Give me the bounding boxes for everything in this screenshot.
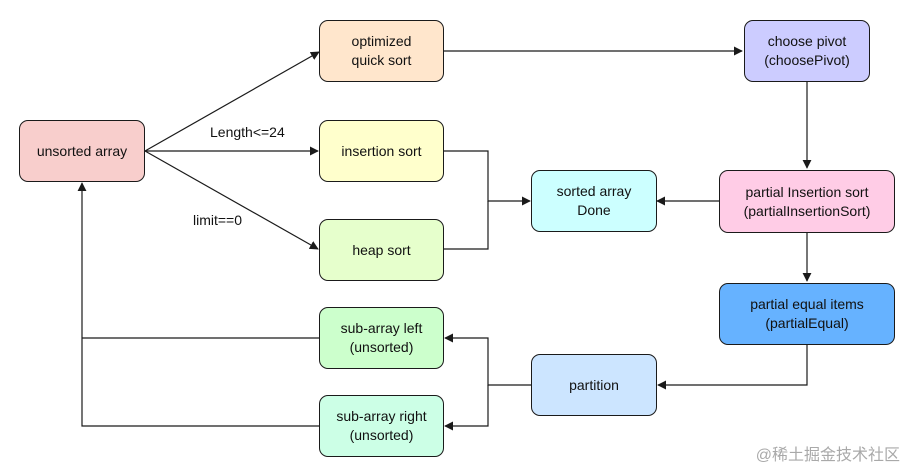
- node-partition: partition: [531, 354, 657, 416]
- node-sub-array-left: sub-array left (unsorted): [319, 307, 444, 369]
- node-optimized-quick-sort-label: optimized quick sort: [351, 33, 412, 68]
- node-unsorted-array: unsorted array: [19, 120, 145, 182]
- node-insertion-sort: insertion sort: [319, 120, 444, 182]
- node-choose-pivot-label: choose pivot (choosePivot): [764, 33, 850, 68]
- node-partial-equal-items: partial equal items (partialEqual): [719, 283, 895, 345]
- node-unsorted-array-label: unsorted array: [36, 142, 128, 159]
- node-sorted-array-done-label: sorted array Done: [556, 183, 632, 218]
- node-heap-sort-label: heap sort: [352, 241, 411, 258]
- edge-unsorted-to-heap: [144, 150, 319, 250]
- edge-partition-to-subright: [444, 385, 489, 431]
- node-sub-array-left-label: sub-array left (unsorted): [340, 320, 423, 355]
- node-optimized-quick-sort: optimized quick sort: [319, 20, 444, 82]
- node-partial-equal-items-label: partial equal items (partialEqual): [750, 296, 864, 331]
- edge-unsorted-to-optimized: [144, 51, 320, 152]
- node-heap-sort: heap sort: [319, 219, 444, 281]
- edge-partial-equal-to-partition: [657, 345, 808, 390]
- node-sub-array-right-label: sub-array right (unsorted): [336, 408, 427, 443]
- edge-heap-to-sorted: [444, 201, 489, 250]
- watermark-text: @稀土掘金技术社区: [755, 447, 900, 464]
- edge-partition-to-subleft: [444, 333, 531, 386]
- node-partial-insertion-sort-label: partial Insertion sort (partialInsertion…: [743, 183, 871, 219]
- node-sub-array-right: sub-array right (unsorted): [319, 395, 444, 457]
- node-partition-label: partition: [569, 376, 619, 393]
- edge-subright-to-unsorted: [77, 182, 319, 427]
- node-partial-insertion-sort: partial Insertion sort (partialInsertion…: [719, 170, 895, 233]
- edge-label-length: Length<=24: [210, 124, 285, 140]
- node-sorted-array-done: sorted array Done: [531, 170, 657, 232]
- node-insertion-sort-label: insertion sort: [341, 142, 422, 159]
- node-choose-pivot: choose pivot (choosePivot): [744, 20, 870, 82]
- edge-label-limit: limit==0: [193, 212, 243, 228]
- edge-insertion-to-sorted: [444, 150, 531, 206]
